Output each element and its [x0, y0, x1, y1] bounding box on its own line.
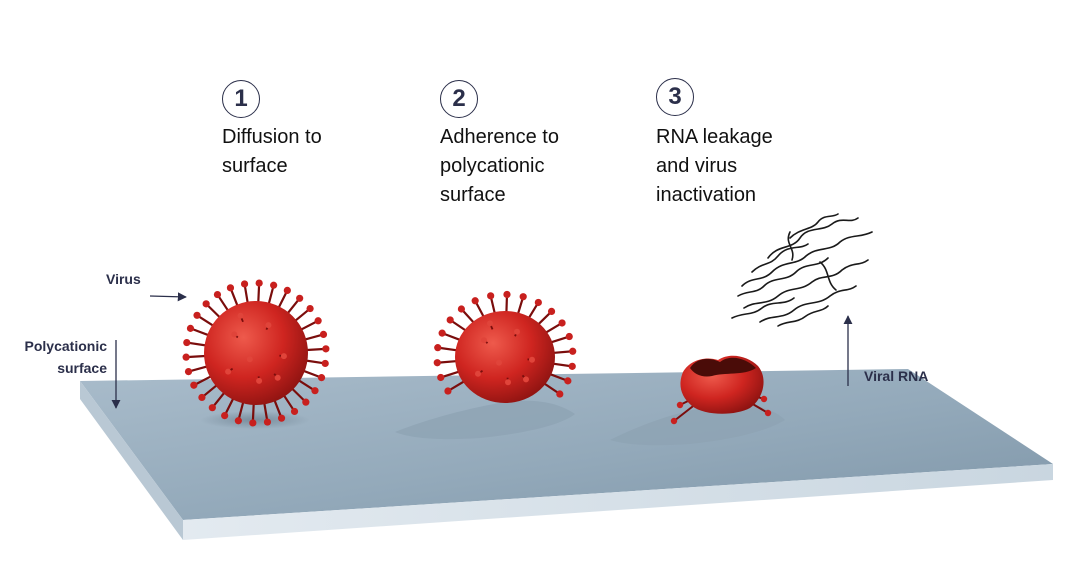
virus-1-body [204, 301, 308, 405]
virus-1-spike-tip [193, 311, 201, 319]
virus-1-spike-tip [322, 345, 330, 353]
virus-1-spike-tip [290, 407, 299, 416]
virus-2-spike-tip [564, 377, 572, 385]
surface-top-face [80, 369, 1053, 520]
virus-1-spike-tip [198, 393, 206, 402]
virus-1-spike-tip [302, 398, 310, 406]
virus-1-surface-spike-tip [225, 368, 232, 375]
virus-2-surface-spike-tip [487, 320, 493, 327]
virus-label: Virus [106, 271, 141, 287]
surface-left-edge [80, 381, 183, 540]
step-3-number: 3 [656, 78, 694, 116]
surface-label-line-2: surface [57, 360, 107, 376]
virus-2-spike-tip [438, 329, 446, 337]
virus-2-surface-spike-tip [475, 370, 481, 377]
virus-1-spike-tip [317, 374, 326, 382]
virus-2-spike-tip [437, 373, 445, 382]
virus-1-spike-tip [263, 418, 272, 426]
virus-2-spike-tip [534, 298, 542, 307]
step-1-number: 1 [222, 80, 260, 118]
virus-1-surface-spike-tip [274, 374, 281, 381]
step-2-number: 2 [440, 80, 478, 118]
virus-2-spike-tip [446, 316, 454, 324]
virus-3-ruptured [670, 355, 772, 425]
virus-2-surface-spike-tip [523, 376, 529, 383]
viral-rna-strands [731, 213, 873, 327]
virus-1-surface-spike-tip [246, 356, 253, 363]
virus-1-spike-tip [182, 353, 190, 361]
virus-1-surface-spike-tip [265, 322, 272, 329]
virus-1-spike-tip [319, 330, 328, 339]
virus-1-spike-tip [202, 300, 210, 308]
virus-1-spike-tip [283, 286, 291, 295]
virus-1-surface-spike-tip [280, 353, 287, 360]
virus-2-spike-tip [519, 293, 527, 301]
virus-3-spike-tip [764, 409, 772, 417]
virus-1-surface-spike-tip [237, 312, 244, 319]
step-3-text: RNA leakage and virus inactivation [656, 126, 773, 206]
virus-1-spike-tip [321, 359, 329, 368]
virus-3-spike-tip [676, 401, 684, 409]
virus-2-surface-spike-tip [505, 379, 511, 386]
virus-2-spike-tip [565, 332, 573, 341]
virus-1-spike-tip [213, 290, 222, 299]
virus-2-body [455, 311, 555, 403]
virus-2-spike-tip [558, 319, 566, 327]
virus-2-spike-tip [444, 387, 452, 395]
virus-2-spike-tip [487, 292, 495, 300]
virus-1-spike-tip [234, 417, 242, 425]
virus-3-spike [673, 405, 694, 422]
virus-1-spike-tip [208, 404, 216, 412]
viral-rna-label: Viral RNA [864, 368, 929, 384]
virus-1-spike-tip [249, 419, 257, 427]
virus-3-spike-tip [760, 395, 768, 403]
virus-2-spike-tip [433, 359, 441, 367]
virus-1-spike-tip [311, 387, 319, 395]
virus-1-intact [182, 279, 330, 427]
surface-label-line-1: Polycationic [24, 338, 107, 354]
virus-2-adhered [433, 290, 577, 403]
polycationic-surface-slab [80, 369, 1053, 540]
surface-label: Polycationic surface [10, 335, 107, 379]
virus-1-spike-tip [314, 317, 322, 325]
virus-3-rupture-opening [690, 357, 756, 377]
virus-1-spike-tip [221, 411, 229, 420]
virus-2-spike-tip [568, 362, 576, 370]
virus-1-spike-tip [277, 414, 286, 422]
virus-1-spike-tip [255, 279, 263, 287]
virus-2-spike-tip [503, 290, 511, 299]
step-2-text: Adherence to polycationic surface [440, 126, 559, 206]
virus-1-spike-tip [226, 284, 235, 292]
virus-1-spike-tip [183, 338, 191, 347]
virus-3-puddle [610, 404, 785, 446]
virus-2-spike-tip [556, 390, 564, 398]
virus-1-spike-tip [296, 294, 304, 302]
virus-2-surface-spike-tip [496, 359, 502, 366]
step-1-text: Diffusion to surface [222, 126, 322, 177]
virus-1-surface-spike-tip [256, 377, 263, 384]
virus-2-spike-tip [569, 347, 577, 355]
virus-1-spike-tip [240, 280, 249, 288]
virus-1-spike-tip [190, 381, 198, 389]
surface-front-edge [183, 464, 1053, 540]
virus-2-surface-spike-tip [529, 356, 535, 363]
virus-2-spike-tip [547, 307, 556, 316]
virus-2-spike-tip [434, 344, 442, 352]
virus-arrow [149, 292, 187, 302]
virus-1-spike-tip [186, 324, 195, 332]
virus-1-spike-tip [184, 367, 193, 376]
virus-2-surface-spike-tip [481, 337, 487, 344]
virus-2-puddle [395, 400, 575, 440]
virus-2-spike-tip [471, 297, 479, 305]
virus-1-spike-tip [270, 281, 278, 289]
virus-1-surface-spike-tip [231, 331, 238, 338]
virus-3-spike-tip [670, 417, 678, 425]
virus-1-spike-tip [306, 304, 314, 313]
virus-2-surface-spike-tip [514, 328, 520, 335]
virus-2-spike-tip [457, 305, 466, 313]
